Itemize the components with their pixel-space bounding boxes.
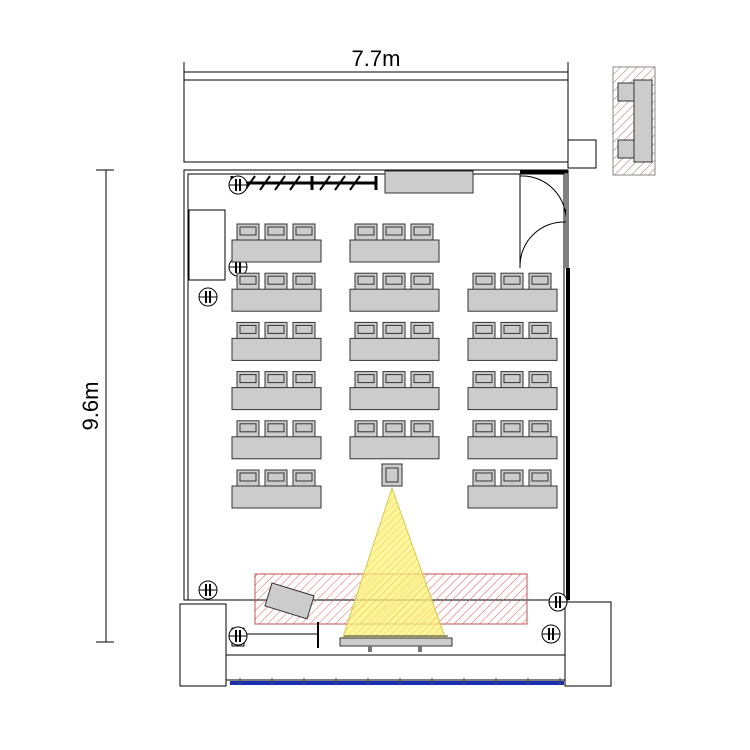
desk-group: [349, 223, 440, 263]
desk: [467, 436, 558, 460]
desk: [349, 387, 440, 411]
desk: [231, 337, 322, 361]
height-label: 9.6m: [78, 382, 103, 431]
projector-icon: [381, 463, 403, 487]
desk-group: [231, 371, 322, 411]
cabinet: [188, 209, 226, 281]
outlet-icon: [548, 592, 568, 612]
desk: [231, 387, 322, 411]
outlet-icon: [228, 175, 248, 195]
desk: [467, 485, 558, 509]
desk-group: [349, 371, 440, 411]
desk: [231, 436, 322, 460]
exterior-equipment: [612, 66, 656, 176]
desk-group: [231, 321, 322, 361]
width-label: 7.7m: [352, 46, 401, 71]
desk-group: [231, 272, 322, 312]
desk-group: [349, 272, 440, 312]
outlet-icon: [198, 580, 218, 600]
outlet-icon: [541, 624, 561, 644]
desk: [467, 337, 558, 361]
desk-group: [467, 371, 558, 411]
top-cabinet: [384, 170, 474, 194]
desk: [231, 239, 322, 263]
screen-stand: [339, 635, 453, 652]
desk-group: [231, 420, 322, 460]
desk-group: [467, 420, 558, 460]
desk-group: [349, 420, 440, 460]
desk: [349, 337, 440, 361]
projector-beam-hatch: [342, 488, 446, 640]
width-dimension: 7.7m: [183, 46, 569, 80]
desk: [349, 288, 440, 312]
corridor-block: [183, 79, 569, 163]
desk: [231, 288, 322, 312]
desk-area: [231, 223, 558, 509]
desk: [231, 485, 322, 509]
desk-group: [231, 469, 322, 509]
height-dimension: 9.6m: [78, 169, 114, 643]
door-icon: [519, 174, 567, 268]
desk-group: [467, 272, 558, 312]
corridor-notch: [567, 139, 597, 169]
desk-group: [349, 321, 440, 361]
desk-group: [467, 321, 558, 361]
desk-group: [467, 469, 558, 509]
bottom-window-bar: [230, 678, 564, 685]
desk: [349, 239, 440, 263]
desk: [349, 436, 440, 460]
desk-group: [231, 223, 322, 263]
outlet-icon: [228, 626, 248, 646]
outlets: [198, 175, 568, 646]
lectern: [264, 582, 315, 620]
desk: [467, 288, 558, 312]
outlet-icon: [198, 287, 218, 307]
desk: [467, 387, 558, 411]
